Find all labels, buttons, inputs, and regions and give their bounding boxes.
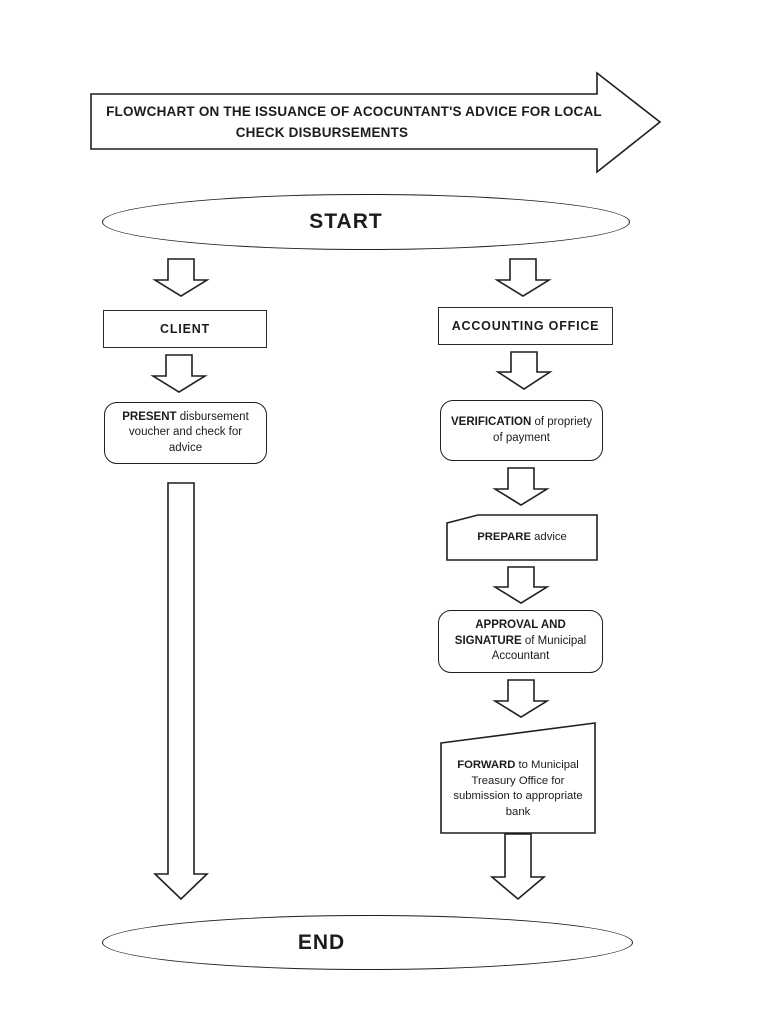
- start-label: START: [309, 210, 383, 233]
- flow-arrow-client-to-present: [150, 354, 208, 393]
- end-label: END: [297, 930, 346, 954]
- flow-arrow-forward-to-end: [489, 833, 547, 901]
- step-prepare-keyword: PREPARE: [477, 530, 531, 543]
- step-approval-rest: of Municipal Accountant: [491, 634, 587, 663]
- flow-arrow-start-to-accounting: [494, 258, 552, 297]
- step-approval-box: APPROVAL AND SIGNATURE of Municipal Acco…: [438, 610, 603, 673]
- step-verification-keyword: VERIFICATION: [450, 416, 532, 428]
- start-terminator: START: [102, 194, 630, 250]
- step-prepare-text: PREPARE advice: [477, 530, 567, 546]
- flow-arrow-present-to-end: [153, 482, 209, 901]
- title-banner-arrow-shape: [90, 71, 662, 174]
- step-present-text: PRESENT disbursement voucher and check f…: [114, 410, 257, 457]
- step-verification-rest: of propriety of payment: [493, 416, 593, 444]
- step-approval-keyword: APPROVAL AND SIGNATURE: [454, 619, 566, 647]
- flow-arrow-start-to-client: [152, 258, 210, 297]
- end-terminator: END: [102, 915, 633, 970]
- flow-arrow-accounting-to-verification: [495, 351, 553, 390]
- prepare-card-shape: [446, 514, 598, 561]
- title-line-2: CHECK DISBURSEMENTS: [235, 125, 409, 140]
- step-forward-rest: to Municipal Treasury Office for submiss…: [453, 759, 583, 818]
- flow-arrow-prepare-to-approval: [492, 566, 550, 604]
- step-forward-box: FORWARD to Municipal Treasury Office for…: [441, 745, 595, 833]
- step-present-keyword: PRESENT: [122, 410, 177, 423]
- step-verification-text: VERIFICATION of propriety of payment: [450, 415, 593, 446]
- accounting-lane-label: ACCOUNTING OFFICE: [451, 319, 600, 333]
- title-line-1: FLOWCHART ON THE ISSUANCE OF ACOCUNTANT'…: [106, 104, 602, 119]
- step-verification-box: VERIFICATION of propriety of payment: [440, 400, 603, 461]
- step-prepare-box: PREPARE advice: [447, 515, 597, 560]
- step-forward-text: FORWARD to Municipal Treasury Office for…: [447, 758, 589, 820]
- step-prepare-rest: advice: [530, 530, 567, 543]
- forward-slanted-shape: [440, 722, 596, 834]
- title-banner: FLOWCHART ON THE ISSUANCE OF ACOCUNTANT'…: [95, 97, 613, 147]
- step-present-box: PRESENT disbursement voucher and check f…: [104, 402, 267, 464]
- accounting-lane-header: ACCOUNTING OFFICE: [438, 307, 613, 345]
- flow-arrow-approval-to-forward: [492, 679, 550, 718]
- step-forward-keyword: FORWARD: [457, 759, 516, 771]
- flow-arrow-verification-to-prepare: [492, 467, 550, 506]
- step-approval-text: APPROVAL AND SIGNATURE of Municipal Acco…: [448, 618, 593, 665]
- client-lane-header: CLIENT: [103, 310, 267, 348]
- step-present-rest: disbursement voucher and check for advic…: [128, 410, 249, 454]
- client-lane-label: CLIENT: [160, 322, 210, 336]
